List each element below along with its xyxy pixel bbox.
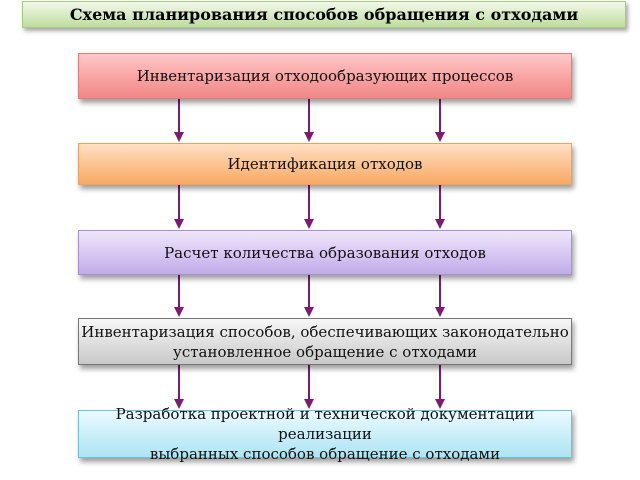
step-2-box: Идентификация отходов (78, 143, 572, 185)
step-4-line-2: установленное обращение с отходами (173, 342, 477, 361)
step-3-box: Расчет количества образования отходов (78, 230, 572, 275)
step-5-line-3: выбранных способов обращение с отходами (149, 445, 501, 463)
arrow-1-2 (304, 99, 314, 142)
step-3-line-1: Расчет количества образования отходов (164, 243, 486, 262)
diagram-title: Схема планирования способов обращения с … (22, 1, 626, 28)
step-1-line-1: Инвентаризация отходообразующих процессо… (136, 67, 514, 85)
step-5-box: Разработка проектной и технической докум… (78, 405, 572, 463)
step-2-line-1: Идентификация отходов (227, 155, 423, 173)
arrow-2-1 (174, 185, 184, 229)
arrow-1-3 (435, 99, 445, 142)
step-5-line-2: реализации (278, 425, 372, 443)
step-4-box: Инвентаризация способов, обеспечивающих … (78, 318, 572, 365)
arrow-3-3 (435, 275, 445, 317)
arrow-1-1 (174, 99, 184, 142)
step-4-line-1: Инвентаризация способов, обеспечивающих … (81, 322, 569, 341)
step-1-box: Инвентаризация отходообразующих процессо… (78, 53, 572, 99)
arrow-4-1 (174, 365, 184, 409)
arrow-2-3 (435, 185, 445, 229)
arrow-3-2 (304, 275, 314, 317)
arrow-2-2 (304, 185, 314, 229)
arrow-4-2 (304, 365, 314, 409)
arrow-4-3 (435, 365, 445, 409)
arrow-3-1 (174, 275, 184, 317)
step-5-line-1: Разработка проектной и технической докум… (115, 405, 535, 423)
